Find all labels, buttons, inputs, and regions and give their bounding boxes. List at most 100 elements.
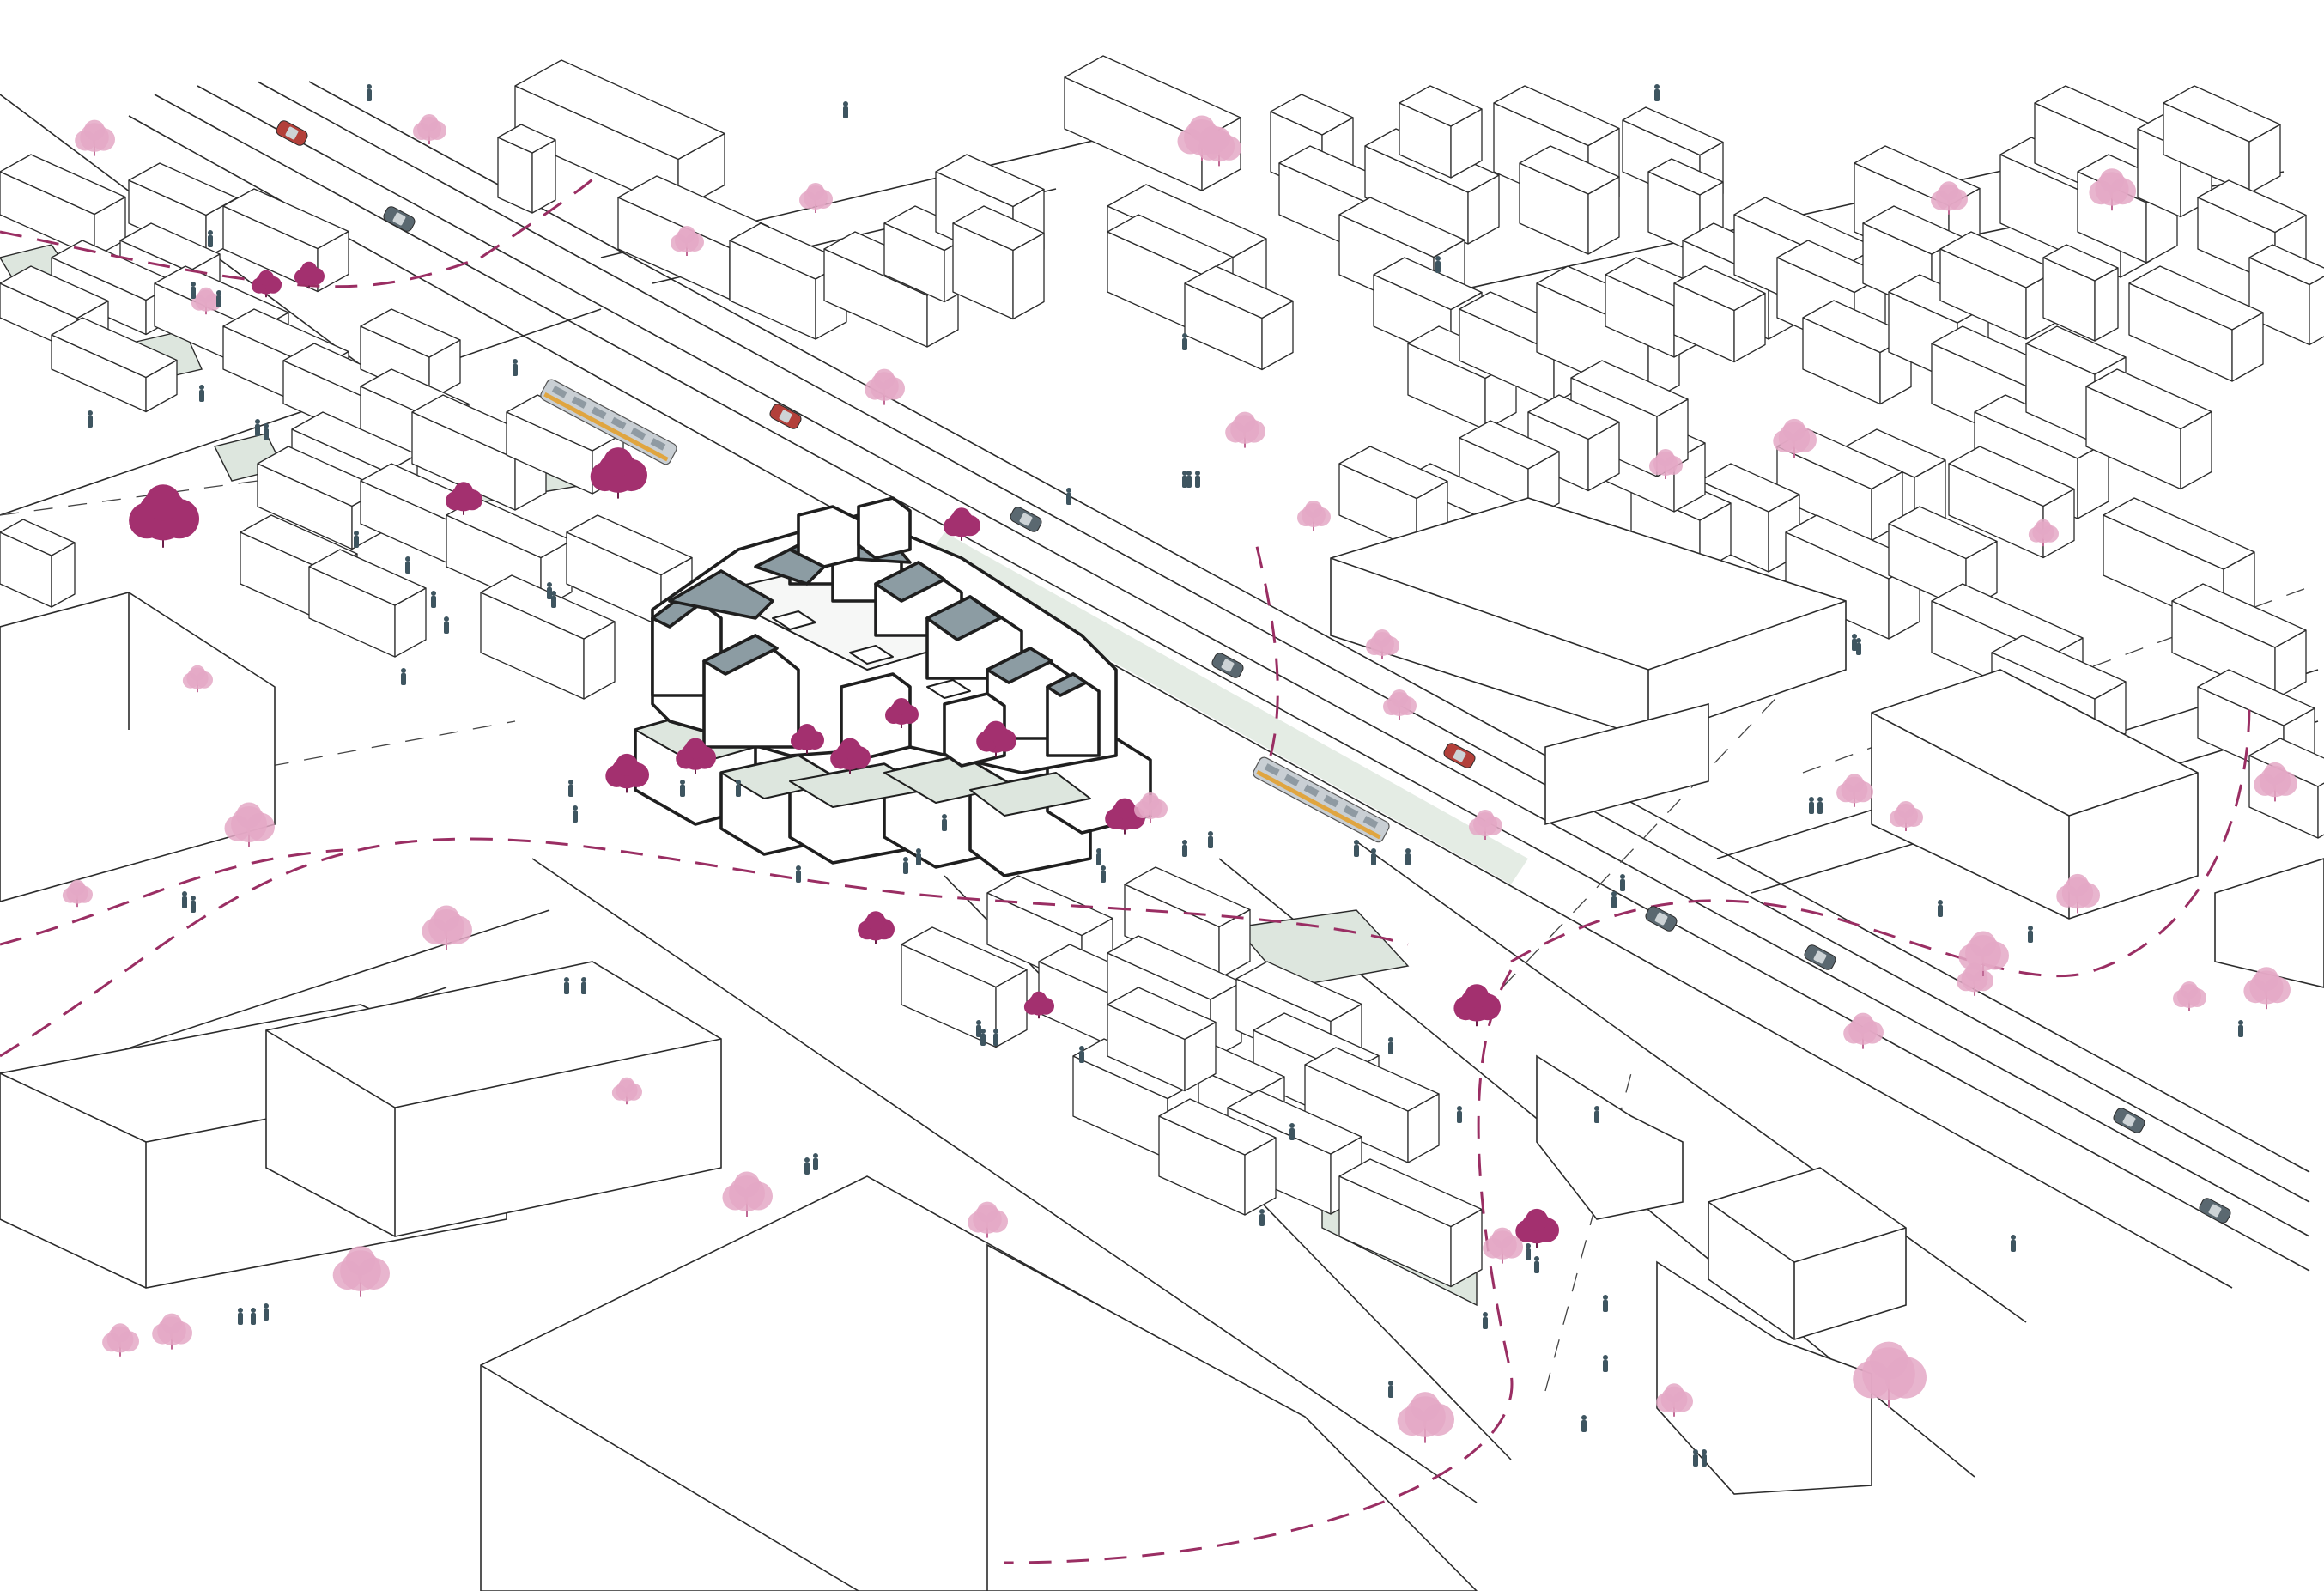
pedestrian-icon xyxy=(1101,865,1106,883)
deciduous-tree-icon xyxy=(2089,168,2137,211)
route-southeast xyxy=(1004,969,1514,1564)
pedestrian-icon xyxy=(354,531,359,548)
context-building xyxy=(1107,987,1217,1092)
pedestrian-icon xyxy=(1388,1381,1393,1398)
context-building xyxy=(1399,85,1483,179)
context-building xyxy=(1124,866,1251,980)
pedestrian-icon xyxy=(736,780,741,797)
pedestrian-icon xyxy=(568,780,573,797)
deciduous-tree-icon xyxy=(865,368,906,405)
large-block-front xyxy=(1544,702,1709,826)
pedestrian-icon xyxy=(1388,1037,1393,1054)
deciduous-tree-icon xyxy=(2173,981,2206,1011)
car-icon xyxy=(1443,743,1476,768)
tram-green-band xyxy=(927,532,1528,884)
deciduous-tree-icon xyxy=(1483,1227,1524,1264)
deciduous-tree-icon xyxy=(1469,810,1502,840)
tower-blocks xyxy=(797,496,1006,768)
pedestrian-icon xyxy=(903,857,908,874)
focus-building-cluster xyxy=(634,496,1152,877)
deciduous-tree-icon xyxy=(858,911,895,944)
context-building xyxy=(2042,244,2119,342)
pedestrian-icon xyxy=(1371,848,1376,865)
deciduous-tree-icon xyxy=(413,114,446,144)
deciduous-tree-icon xyxy=(294,261,325,289)
pedestrian-icon xyxy=(405,556,410,574)
deciduous-tree-icon xyxy=(224,802,275,847)
pedestrian-icon xyxy=(1079,1046,1084,1063)
context-buildings xyxy=(0,55,2324,1288)
context-building xyxy=(1158,1098,1277,1216)
pedestrian-icon xyxy=(1856,638,1861,655)
tower-block xyxy=(797,505,860,568)
car-icon xyxy=(769,404,802,429)
deciduous-tree-icon xyxy=(1649,449,1683,479)
pedestrian-icon xyxy=(1534,1256,1539,1273)
gabled-house xyxy=(668,569,774,620)
pedestrian-icon xyxy=(843,101,848,118)
left-street-a xyxy=(0,308,602,516)
tower-block xyxy=(857,496,912,560)
deciduous-tree-icon xyxy=(75,119,115,156)
large-block xyxy=(1330,497,1847,739)
deciduous-tree-icon xyxy=(2028,519,2060,547)
deciduous-tree-icon xyxy=(968,1201,1009,1238)
pedestrian-icon xyxy=(573,805,578,823)
pedestrian-icon xyxy=(980,1029,986,1046)
context-building xyxy=(1527,394,1620,492)
pedestrian-icon xyxy=(1182,840,1187,857)
pedestrian-icon xyxy=(1195,471,1200,488)
pedestrian-icon xyxy=(216,290,221,307)
car-icon xyxy=(383,206,416,232)
context-building xyxy=(0,519,76,608)
deciduous-tree-icon xyxy=(976,720,1017,757)
pedestrian-icon xyxy=(2028,926,2033,943)
pedestrian-icon xyxy=(2238,1020,2243,1037)
pedestrian-icon xyxy=(1208,831,1213,848)
pedestrian-icon xyxy=(1186,471,1192,488)
context-building xyxy=(1184,265,1294,371)
pedestrian-icon xyxy=(1620,874,1625,891)
context-building xyxy=(1785,514,1920,640)
context-building xyxy=(1064,55,1241,191)
deciduous-tree-icon xyxy=(676,738,716,774)
context-building xyxy=(497,124,556,214)
pedestrian-icon xyxy=(680,780,685,797)
context-building xyxy=(480,574,616,700)
green-roof xyxy=(969,772,1091,817)
context-building xyxy=(952,205,1045,320)
trees xyxy=(62,114,2297,1443)
boulevard-lane-1 xyxy=(197,85,2310,1237)
context-building xyxy=(1304,1047,1440,1163)
cars xyxy=(276,120,2231,1224)
deciduous-tree-icon xyxy=(722,1171,773,1217)
pedestrian-icon xyxy=(1483,1312,1488,1329)
deciduous-tree-icon xyxy=(182,665,214,693)
pedestrian-icon xyxy=(942,814,947,831)
context-building xyxy=(1338,1158,1483,1288)
pedestrian-icon xyxy=(1809,797,1814,814)
pedestrian-icon xyxy=(1526,1243,1531,1260)
car-icon xyxy=(1211,653,1244,678)
pedestrian-icon xyxy=(444,616,449,634)
pedestrian-icon xyxy=(916,848,921,865)
deciduous-tree-icon xyxy=(129,484,199,548)
context-building xyxy=(2128,265,2264,382)
deciduous-tree-icon xyxy=(1023,991,1054,1019)
boulevard-lane-2 xyxy=(257,81,2310,1203)
pedestrian-icon xyxy=(208,230,213,247)
deciduous-tree-icon xyxy=(1836,774,1873,807)
context-building xyxy=(1888,506,1998,611)
route-north xyxy=(480,170,603,259)
deciduous-tree-icon xyxy=(791,724,824,754)
pedestrian-icon xyxy=(255,419,260,436)
pedestrian-icon xyxy=(804,1157,810,1175)
pedestrian-icon xyxy=(2011,1235,2016,1252)
pedestrian-icon xyxy=(976,1020,981,1037)
foreground-blocks xyxy=(0,497,2324,1591)
context-building xyxy=(901,926,1028,1048)
block xyxy=(1708,1167,1907,1340)
pedestrian-icon xyxy=(1354,840,1359,857)
